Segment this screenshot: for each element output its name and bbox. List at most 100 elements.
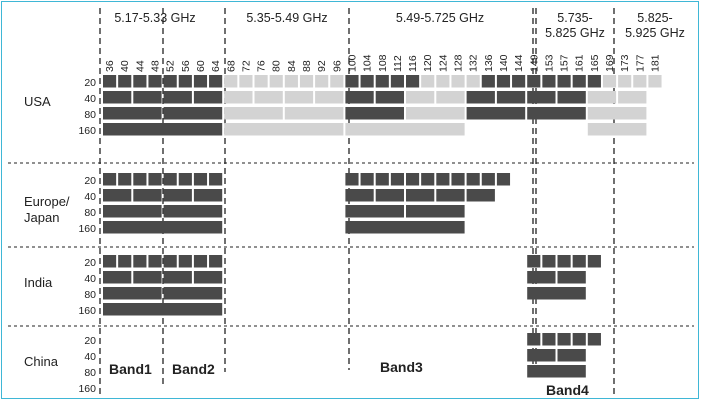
frequency-range-label: 5.17-5.33 GHz <box>114 11 195 25</box>
channel-block-available <box>557 255 571 268</box>
channel-number: 173 <box>619 54 631 72</box>
channel-block-available <box>103 303 223 316</box>
channel-block-available <box>193 173 208 186</box>
channel-block-unavailable <box>633 75 647 88</box>
channel-number: 136 <box>483 54 495 72</box>
channel-block-available <box>178 75 192 88</box>
channel-number: 92 <box>316 60 328 72</box>
bandwidth-label: 160 <box>78 223 96 235</box>
bandwidth-label: 20 <box>84 175 96 187</box>
channel-block-available <box>103 123 223 136</box>
channel-block-available <box>466 173 480 186</box>
channel-block-unavailable <box>466 75 480 88</box>
channel-block-unavailable <box>224 91 253 104</box>
channel-block-available <box>557 349 586 362</box>
region-label: China <box>24 354 59 369</box>
frequency-range-label: 5.35-5.49 GHz <box>246 11 327 25</box>
channel-number: 84 <box>286 60 298 72</box>
channel-number: 72 <box>240 60 252 72</box>
region-label: India <box>24 275 53 290</box>
channel-block-available <box>163 75 177 88</box>
channel-block-available <box>587 75 601 88</box>
channel-block-available <box>133 173 147 186</box>
channel-block-unavailable <box>269 75 283 88</box>
channel-block-unavailable <box>587 123 647 136</box>
channel-block-available <box>193 91 223 104</box>
channel-block-available <box>466 107 526 120</box>
channel-block-available <box>481 173 495 186</box>
channel-block-available <box>496 91 526 104</box>
channel-block-unavailable <box>618 75 632 88</box>
channel-block-unavailable <box>602 75 617 88</box>
channel-block-available <box>103 75 117 88</box>
channel-block-available <box>360 173 374 186</box>
channel-number: 140 <box>498 54 510 72</box>
bandwidth-label: 40 <box>84 93 96 105</box>
channel-block-available <box>133 189 162 202</box>
channel-block-available <box>345 205 404 218</box>
channel-block-unavailable <box>406 107 465 120</box>
channel-block-available <box>496 173 511 186</box>
channel-block-unavailable <box>299 75 314 88</box>
channel-block-available <box>178 255 192 268</box>
channel-block-available <box>118 75 132 88</box>
channel-block-available <box>527 349 556 362</box>
channel-block-available <box>406 75 420 88</box>
channel-block-unavailable <box>284 75 298 88</box>
channel-block-available <box>345 91 374 104</box>
channel-number: 112 <box>392 55 404 72</box>
channel-block-available <box>557 333 571 346</box>
channel-block-available <box>436 189 465 202</box>
channel-block-available <box>178 173 192 186</box>
channel-block-available <box>193 255 208 268</box>
channel-block-unavailable <box>587 107 647 120</box>
channel-block-available <box>527 91 556 104</box>
channel-block-unavailable <box>224 123 344 136</box>
channel-block-available <box>436 173 450 186</box>
channel-block-available <box>406 205 465 218</box>
channel-block-available <box>148 255 162 268</box>
channel-block-available <box>133 91 162 104</box>
bandwidth-label: 80 <box>84 109 96 121</box>
channel-number: 88 <box>301 60 313 72</box>
channel-block-unavailable <box>406 91 435 104</box>
channel-block-available <box>103 221 223 234</box>
channel-block-available <box>103 255 117 268</box>
channel-block-available <box>406 189 435 202</box>
channel-block-available <box>360 75 374 88</box>
channel-block-available <box>542 333 556 346</box>
bandwidth-label: 20 <box>84 335 96 347</box>
region-label: Japan <box>24 210 59 225</box>
channel-block-unavailable <box>315 75 329 88</box>
band-label: Band2 <box>172 361 215 377</box>
channel-block-available <box>148 75 162 88</box>
channel-block-available <box>103 173 117 186</box>
channel-block-available <box>163 107 223 120</box>
bandwidth-label: 20 <box>84 257 96 269</box>
channel-block-available <box>572 333 586 346</box>
channel-block-available <box>103 271 132 284</box>
channel-block-available <box>163 189 192 202</box>
channel-block-unavailable <box>330 75 344 88</box>
channel-block-available <box>193 75 208 88</box>
channel-block-available <box>542 255 556 268</box>
channel-block-available <box>527 271 556 284</box>
channel-block-available <box>103 287 162 300</box>
channel-number: 64 <box>210 60 222 72</box>
channel-block-available <box>466 91 495 104</box>
channel-number: 68 <box>225 60 237 72</box>
bandwidth-label: 20 <box>84 77 96 89</box>
channel-block-unavailable <box>315 91 344 104</box>
channel-block-available <box>572 75 586 88</box>
channel-block-available <box>103 189 132 202</box>
channel-block-available <box>527 255 541 268</box>
channel-number: 165 <box>589 54 601 72</box>
bandwidth-label: 80 <box>84 289 96 301</box>
channel-block-unavailable <box>436 75 450 88</box>
